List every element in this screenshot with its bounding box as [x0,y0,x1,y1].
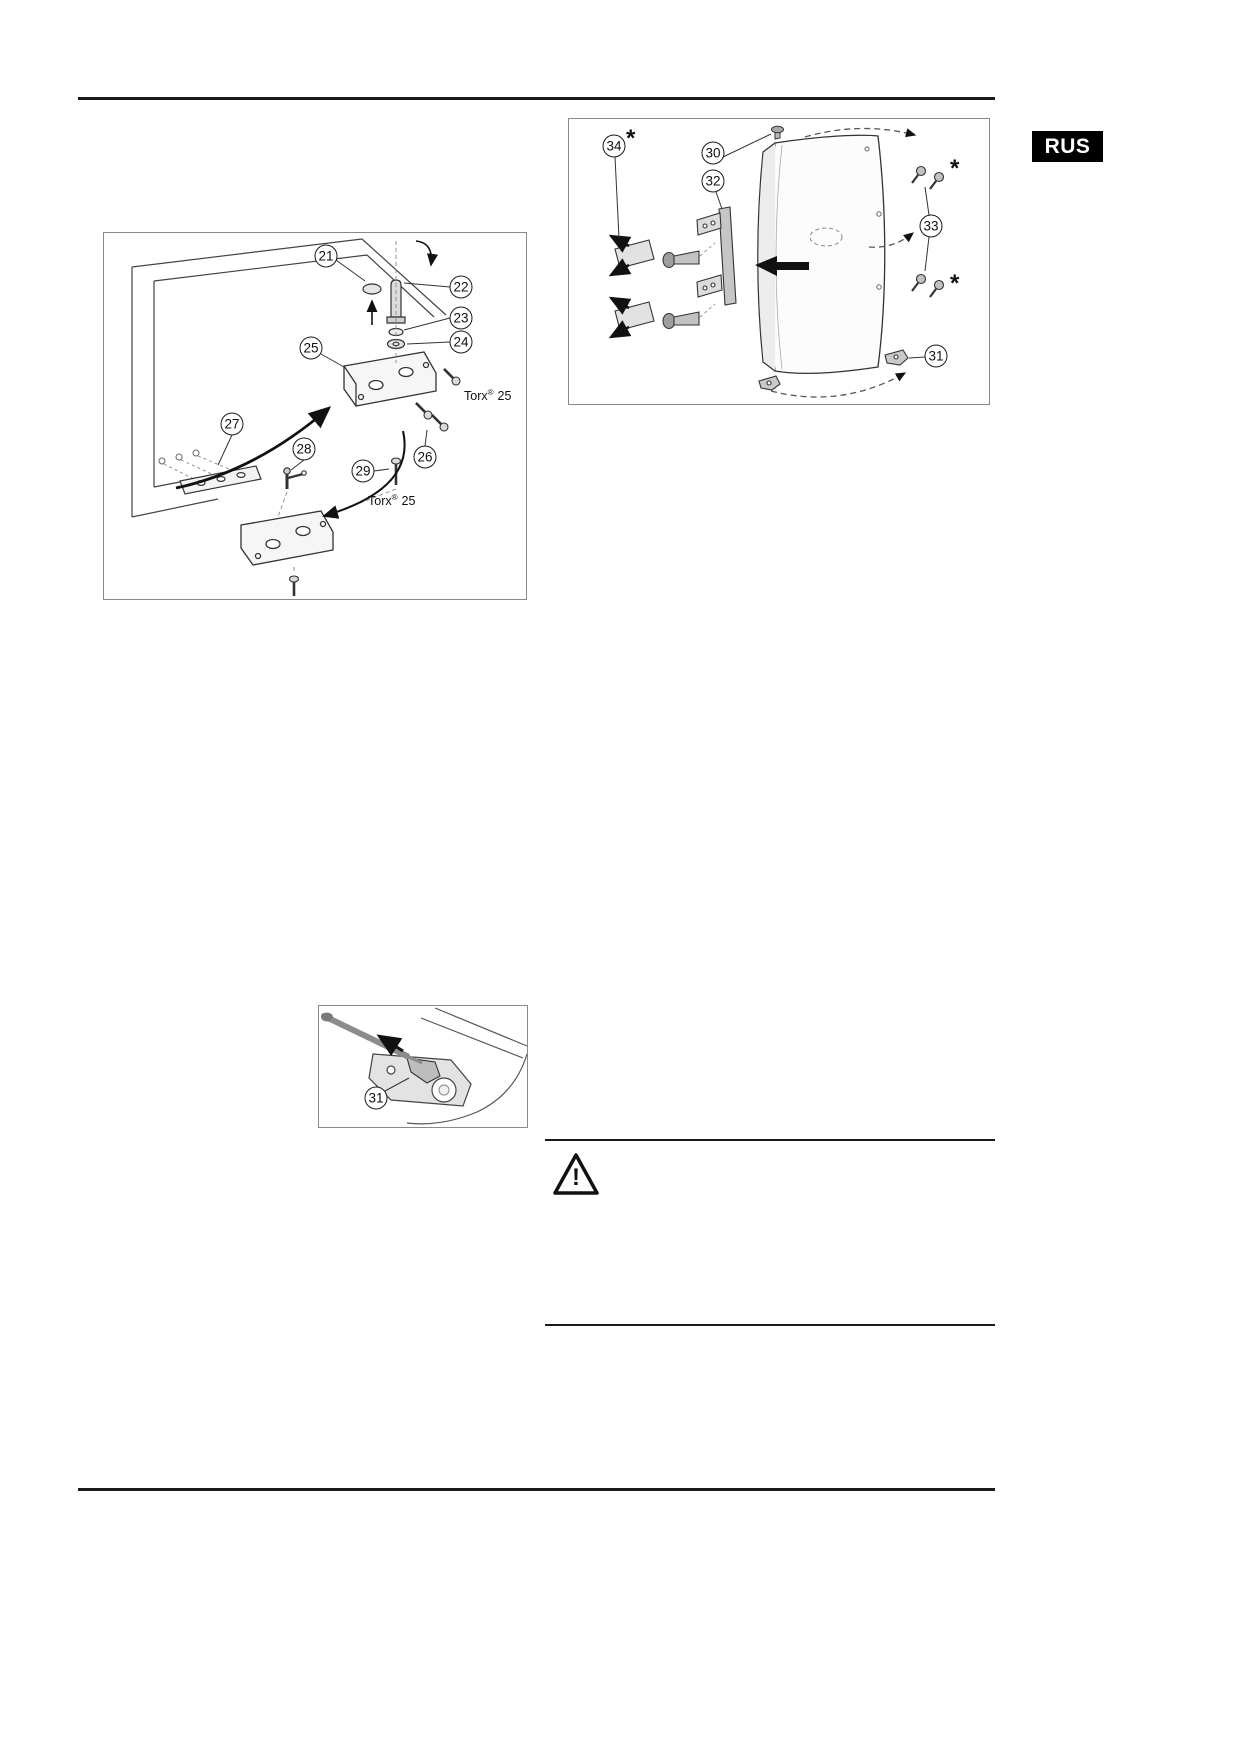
latch-removal-drawing [321,1007,528,1125]
screws-33 [911,165,945,298]
leader-33 [924,186,930,272]
hinge-bracket-25 [343,351,437,407]
screws-26 [415,368,461,432]
callout-31-small: 31 [364,1086,388,1110]
door-panel [757,134,886,374]
cover-plate-27 [179,465,262,495]
top-rule [78,97,995,100]
warning-triangle-icon: ! [551,1151,601,1198]
door-corner [406,1007,528,1125]
asterisk-33-bottom: * [950,270,960,297]
hinge-plate [368,1053,472,1107]
door-drawing [608,125,945,398]
callout-25: 25 [299,336,323,360]
callout-34: 34 [602,134,626,158]
torx-label-lower: Torx®25 [368,493,415,508]
leader-lines [217,259,451,472]
torx-reg-icon: ® [391,493,398,502]
callout-32: 32 [701,169,725,193]
callout-30: 30 [701,141,725,165]
curl-arrow [415,240,439,267]
handle-pins [662,250,700,330]
torx-size: 25 [497,389,512,404]
callout-28: 28 [292,437,316,461]
pry-arrow [376,1034,404,1057]
cabinet-screw-holes [158,449,200,465]
latch-piece [406,1057,441,1084]
asterisk-33-top: * [950,155,960,182]
tool-rod [321,1012,423,1065]
hinge-pin-parts [362,279,406,350]
callout-29: 29 [351,459,375,483]
figure-latch-removal: 31 [318,1005,528,1128]
guide-dashes-27 [163,455,235,480]
flip-arc-top [804,127,917,138]
figure-door-reversal: 34 30 32 33 31 * * * [568,118,990,405]
warning-exclamation: ! [572,1164,580,1191]
cover-arrows [608,234,632,339]
latch-31 [758,349,909,391]
torx-label-upper: Torx®25 [464,388,511,403]
asterisk-34: * [626,125,636,152]
covers-34 [614,239,655,331]
flip-arc-mid [868,232,915,248]
callout-33: 33 [919,214,943,238]
torx-brand: Torx [464,389,488,404]
push-arrow [755,256,809,276]
callout-22: 22 [449,275,473,299]
hinge-bracket-lower [240,510,334,566]
swing-arrow [175,406,332,490]
transfer-arrow [322,430,406,519]
language-badge: RUS [1032,131,1103,162]
bottom-rule [78,1488,995,1491]
torx-reg-icon: ® [487,388,494,397]
warning-top-rule [545,1139,995,1141]
lower-hinge-drawing [131,238,461,596]
warning-triangle-shape [553,1153,599,1195]
flip-arc-bottom [770,372,907,398]
figure-lower-hinge: 21 22 23 24 25 26 27 28 29 Torx®25 Torx®… [103,232,527,600]
callout-23: 23 [449,306,473,330]
callout-26: 26 [413,445,437,469]
warning-bottom-rule [545,1324,995,1326]
leader-lines [614,133,926,359]
callout-21: 21 [314,244,338,268]
torx-brand: Torx [368,494,392,509]
torx-size: 25 [401,494,416,509]
callout-27: 27 [220,412,244,436]
pivot-pin-28 [283,467,307,489]
handle-32 [696,206,737,306]
pivot-button-30 [771,125,784,140]
callout-31: 31 [924,344,948,368]
callout-24: 24 [449,330,473,354]
leader-31 [384,1077,410,1092]
screw-bottom [288,575,300,596]
